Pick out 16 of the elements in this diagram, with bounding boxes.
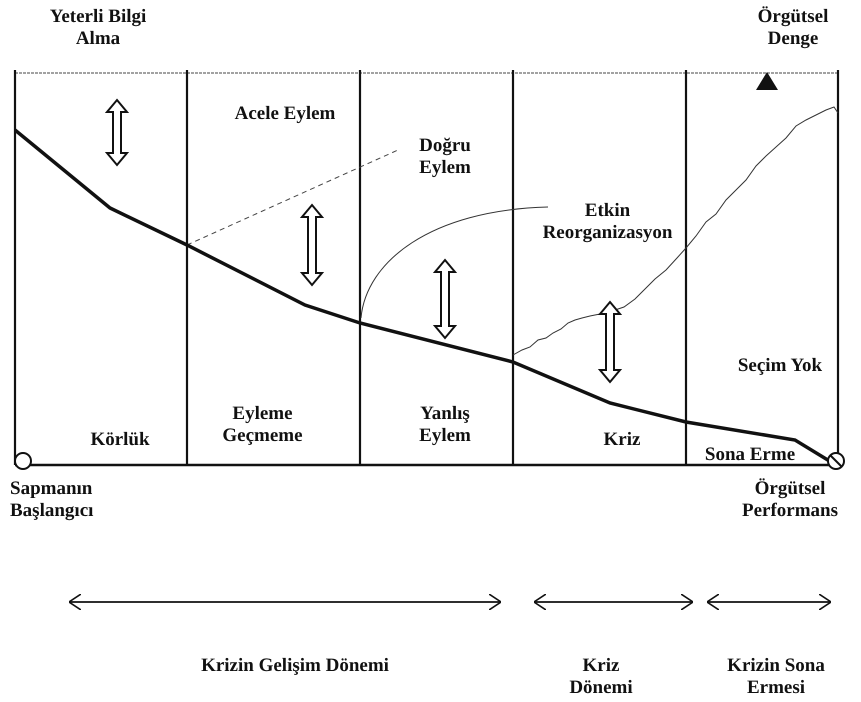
stage-label: Yanlış Eylem	[418, 403, 472, 447]
stage-label: Eyleme Geçmeme	[221, 403, 304, 447]
axis-label: Örgütsel Performans	[740, 478, 840, 522]
stage-label: Doğru Eylem	[418, 135, 472, 179]
stage-label: Acele Eylem	[234, 103, 336, 125]
period-label: Kriz Dönemi	[568, 655, 634, 699]
stage-label: Körlük	[89, 429, 151, 451]
period-label: Krizin Sona Ermesi	[726, 655, 826, 699]
stage-label: Etkin Reorganizasyon	[542, 200, 674, 244]
stage-label: Yeterli Bilgi Alma	[48, 6, 148, 50]
stage-label: Kriz	[602, 429, 642, 451]
period-label: Krizin Gelişim Dönemi	[200, 655, 390, 677]
stage-label: Sona Erme	[704, 444, 796, 466]
stage-label: Örgütsel Denge	[756, 6, 830, 50]
axis-label: Sapmanın Başlangıcı	[10, 478, 94, 522]
stage-label: Seçim Yok	[736, 355, 824, 377]
